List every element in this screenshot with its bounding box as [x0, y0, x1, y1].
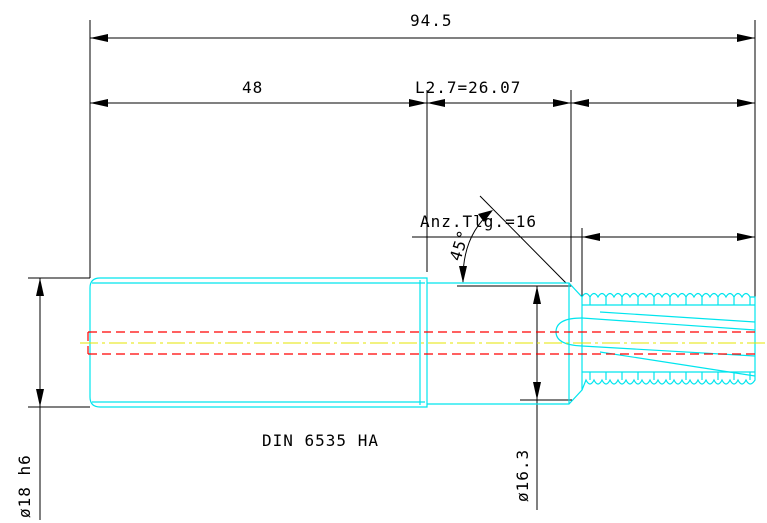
- arrow-head: [737, 99, 755, 107]
- shank: [89, 277, 428, 408]
- neck-length-label: L2.7=26.07: [415, 78, 521, 97]
- shank-diameter-label: ø18 h6: [15, 454, 34, 518]
- arrow-head: [409, 99, 427, 107]
- arrow-head: [36, 389, 44, 407]
- arrow-head: [582, 233, 600, 241]
- thread-length-label: Anz.Tlg.=16: [420, 212, 537, 231]
- arrow-head: [533, 286, 541, 304]
- hidden-bore: [87, 331, 755, 355]
- arrow-head: [459, 266, 467, 283]
- arrow-head: [90, 34, 108, 42]
- thread-teeth: [589, 297, 751, 380]
- extension-lines: [28, 20, 756, 408]
- arrow-head: [571, 99, 589, 107]
- neck-diameter-label: ø16.3: [513, 449, 532, 502]
- arrow-head: [90, 99, 108, 107]
- dimension-neck-diameter: ø16.3: [513, 286, 541, 510]
- chamfer-angle-label: 45°: [446, 227, 474, 263]
- dimension-shank-length: 48: [90, 78, 427, 107]
- arrow-head: [737, 233, 755, 241]
- shank-standard-label: DIN 6535 HA: [262, 431, 379, 450]
- dimension-neck-length: L2.7=26.07: [415, 78, 755, 107]
- arrow-head: [553, 99, 571, 107]
- dimension-overall-length: 94.5: [90, 11, 755, 42]
- tool-outline: [89, 277, 756, 408]
- overall-length-label: 94.5: [410, 11, 453, 30]
- dimension-thread-length: Anz.Tlg.=16: [412, 212, 755, 241]
- arrow-head: [478, 210, 493, 222]
- dimension-chamfer-angle: 45°: [446, 195, 567, 284]
- arrow-head: [533, 382, 541, 400]
- shank-length-label: 48: [242, 78, 263, 97]
- dimension-shank-diameter: ø18 h6: [15, 278, 44, 520]
- arrow-head: [36, 278, 44, 296]
- arrow-head: [427, 99, 445, 107]
- arrow-head: [737, 34, 755, 42]
- thread: [581, 292, 756, 391]
